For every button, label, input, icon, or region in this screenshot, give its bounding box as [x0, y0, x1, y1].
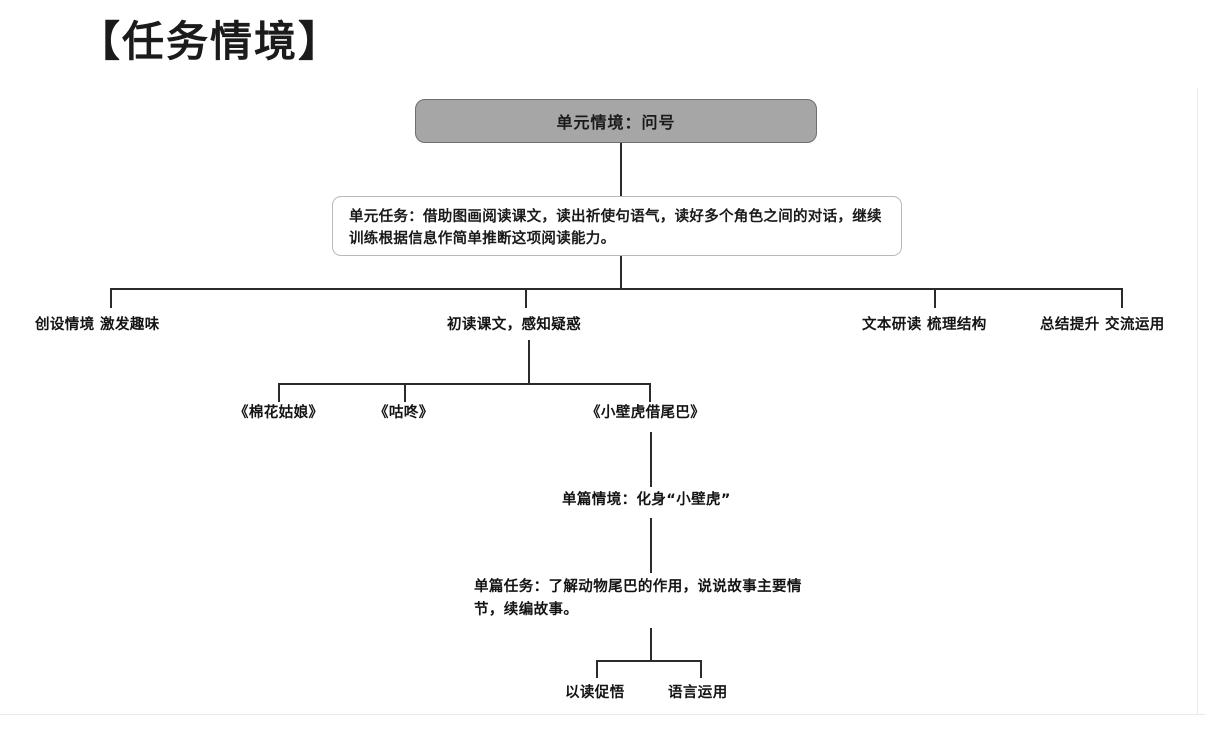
method-label-2: 语言运用 — [668, 685, 728, 701]
connector-task-to-methodbus — [650, 628, 652, 660]
unit-scene-box: 单元情境：问号 — [415, 99, 817, 143]
page-title: 【任务情境】 — [78, 17, 343, 66]
stage-tick-1 — [110, 288, 112, 308]
stage-label-2: 初读课文，感知疑惑 — [447, 317, 582, 333]
page-bottom-rule — [0, 714, 1205, 715]
stage-bus-line — [110, 288, 1122, 290]
single-scene-label: 单篇情境：化身“小壁虎” — [562, 492, 731, 508]
single-task-label: 单篇任务：了解动物尾巴的作用，说说故事主要情 节，续编故事。 — [474, 576, 802, 622]
stage-label-3: 文本研读 梳理结构 — [862, 317, 987, 333]
text-label-2: 《咕咚》 — [374, 405, 434, 421]
connector-text3-to-single-scene — [650, 432, 652, 487]
method-tick-1 — [596, 660, 598, 678]
stage-tick-3 — [934, 288, 936, 308]
unit-task-box: 单元任务：借助图画阅读课文，读出祈使句语气，读好多个角色之间的对话，继续训练根据… — [332, 196, 902, 256]
single-task-line-1: 单篇任务：了解动物尾巴的作用，说说故事主要情 — [474, 579, 802, 595]
connector-scene-to-single-task — [650, 518, 652, 573]
page-right-rule — [1197, 88, 1198, 714]
connector-stage2-to-textbus — [528, 340, 530, 383]
text-tick-3 — [649, 383, 651, 402]
connector-scene-to-task — [620, 143, 622, 196]
stage-label-4: 总结提升 交流运用 — [1040, 317, 1165, 333]
method-bus-line — [596, 660, 701, 662]
stage-tick-4 — [1121, 288, 1123, 308]
single-task-line-2: 节，续编故事。 — [474, 602, 579, 619]
stage-label-1: 创设情境 激发趣味 — [35, 317, 160, 333]
text-tick-2 — [404, 383, 406, 402]
stage-tick-2 — [525, 288, 527, 308]
text-tick-1 — [278, 383, 280, 402]
method-label-1: 以读促悟 — [565, 685, 625, 701]
text-label-1: 《棉花姑娘》 — [234, 405, 324, 421]
method-tick-2 — [700, 660, 702, 678]
text-bus-line — [278, 383, 650, 385]
text-label-3: 《小壁虎借尾巴》 — [586, 405, 706, 421]
connector-task-to-stagebus — [620, 256, 622, 288]
